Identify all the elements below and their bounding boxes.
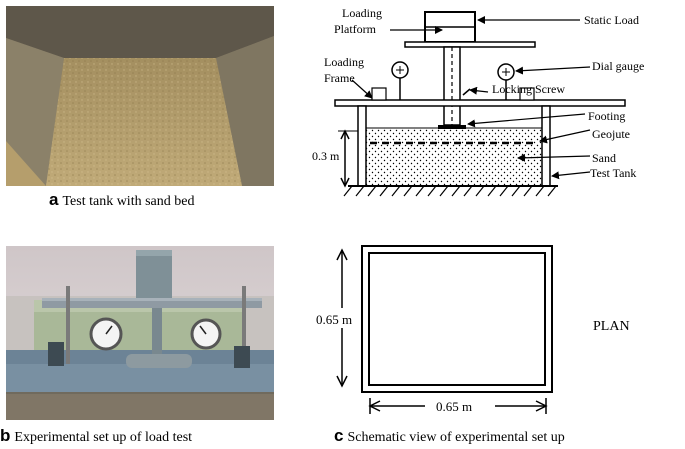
loading-frame [334,99,626,107]
caption-a-text: Test tank with sand bed [62,194,195,209]
label-test-tank: Test Tank [590,166,636,180]
loading-platform [404,41,536,48]
label-plan: PLAN [593,319,630,334]
footing [438,125,466,129]
caption-b-text: Experimental set up of load test [14,430,193,445]
label-footing: Footing [588,109,625,123]
label-dial-gauge: Dial gauge [592,59,644,73]
label-loading-frame-1: Loading [324,55,364,69]
caption-a-letter: a [49,190,59,209]
label-loading-platform-1: Loading [342,6,382,20]
label-loading-frame-2: Frame [324,71,355,85]
label-plan-width: 0.65 m [436,399,472,414]
test-tank-photo [6,6,274,186]
caption-b-letter: b [0,426,11,445]
caption-c-text: Schematic view of experimental set up [347,430,565,445]
label-loading-platform-2: Platform [334,22,377,36]
label-geojute: Geojute [592,127,630,141]
caption-c-letter: c [334,426,344,445]
label-plan-height: 0.65 m [316,312,352,327]
section-schematic: Loading Platform Static Load Loading Fra… [312,6,644,197]
label-depth: 0.3 m [312,149,340,163]
label-sand: Sand [592,151,616,165]
plan-schematic: 0.65 m 0.65 m PLAN [316,245,630,416]
label-static-load: Static Load [584,13,639,27]
label-locking-screw: Locking Screw [492,82,565,96]
plan-inner-wall [368,252,546,386]
load-test-photo [6,246,274,420]
sand-bed [365,127,543,187]
